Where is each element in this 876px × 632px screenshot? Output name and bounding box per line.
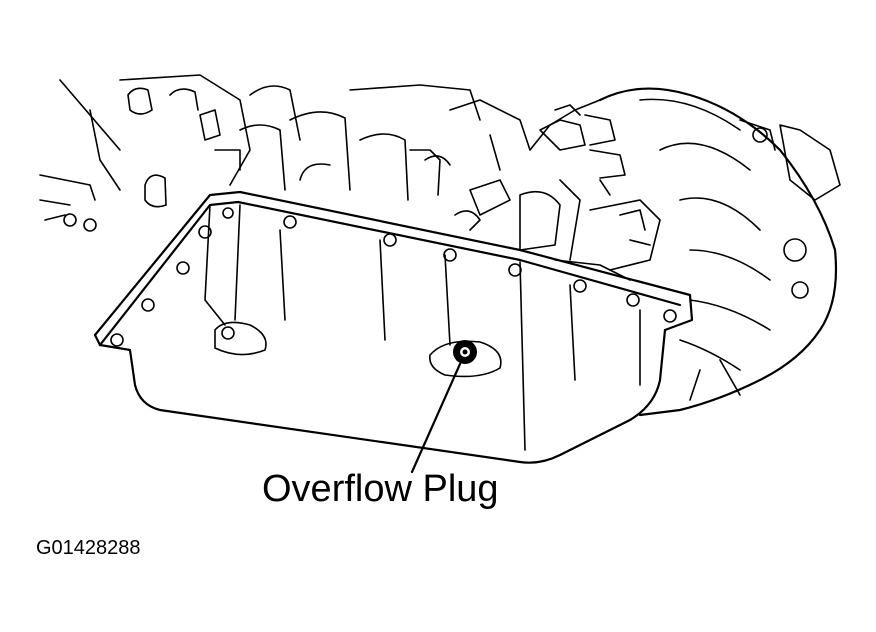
- overflow-plug: [453, 340, 477, 364]
- transmission-body: [39, 74, 661, 281]
- bell-housing: [598, 87, 841, 417]
- overflow-plug-label: Overflow Plug: [262, 468, 499, 510]
- callout-leader-line: [410, 362, 462, 474]
- figure-id: G01428288: [36, 537, 141, 559]
- oil-pan: [63, 190, 694, 464]
